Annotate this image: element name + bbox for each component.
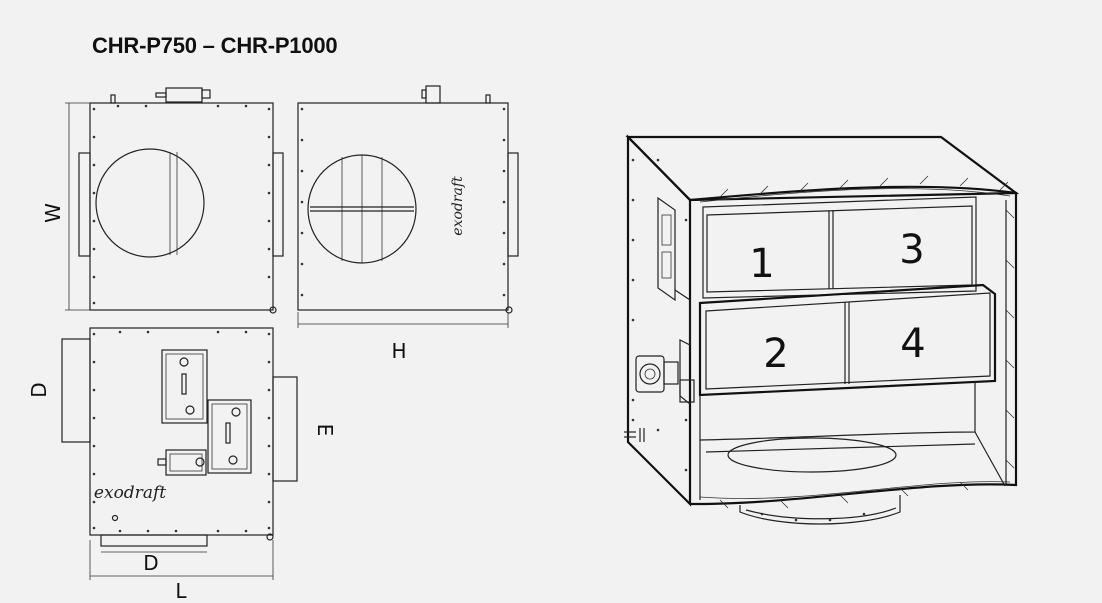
dimension-h-label: H: [391, 339, 406, 363]
top-view-logo: exodraft: [94, 483, 166, 503]
dimension-w-label: W: [41, 203, 65, 223]
top-view: [61, 327, 298, 580]
isometric-rivets: [631, 158, 688, 472]
section-3-label: 3: [899, 227, 924, 273]
isometric-view: [624, 134, 1020, 525]
section-4-label: 4: [900, 321, 925, 367]
top-view-rivets: [92, 330, 271, 533]
front-view: [65, 87, 284, 314]
side-view-logo: exodraft: [450, 176, 466, 236]
front-view-rivets: [92, 104, 271, 305]
side-view-rivets: [300, 107, 506, 297]
diagram-title: CHR-P750 – CHR-P1000: [92, 33, 338, 58]
housing-hatch: [719, 175, 1015, 509]
section-2-label: 2: [763, 331, 788, 377]
section-1-label: 1: [749, 241, 774, 287]
dimension-d-bottom-label: D: [143, 551, 158, 575]
dimension-e-label: E: [313, 424, 337, 437]
dimension-d-left-label: D: [27, 382, 51, 397]
dimension-l-label: L: [175, 579, 187, 603]
side-view: [297, 85, 519, 328]
